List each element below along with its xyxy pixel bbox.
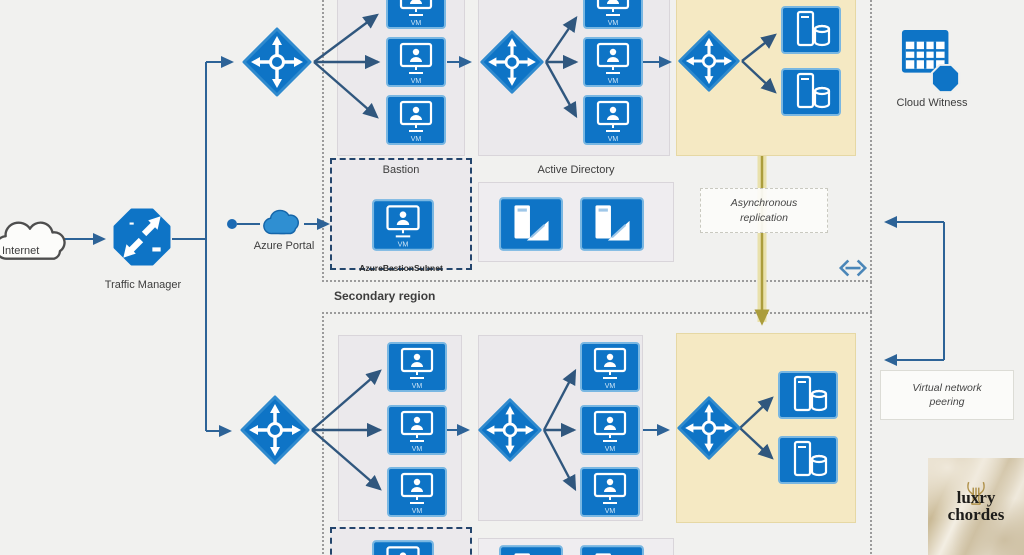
- traffic-flow-lines: [58, 56, 672, 437]
- traffic-manager-label: Traffic Manager: [104, 279, 182, 291]
- storage-server-icon: [778, 371, 838, 419]
- bastion-vm-icon: [372, 199, 434, 251]
- vm-icon: [387, 467, 447, 517]
- vm-icon: [583, 37, 643, 87]
- watermark-logo: luxry chordes: [928, 458, 1024, 555]
- active-directory-server-icon: [580, 197, 644, 251]
- storage-server-icon: [781, 6, 841, 54]
- azure-portal-line: [227, 219, 328, 229]
- vm-icon: [386, 37, 446, 87]
- load-balancer-icon: [676, 395, 742, 461]
- storage-server-icon: [778, 436, 838, 484]
- vm-icon: [583, 95, 643, 145]
- secondary-region-border: [322, 312, 872, 555]
- bastion-subnet-label: AzureBastionSubnet: [359, 263, 443, 273]
- vm-icon: [386, 0, 446, 29]
- active-directory-server-icon: [499, 197, 563, 251]
- region-border-bridge: [870, 282, 872, 312]
- load-balancer-icon: [239, 394, 311, 466]
- peering-double-arrow-icon: [838, 257, 868, 279]
- load-balancer-icon: [479, 29, 545, 95]
- async-replication-label: Asynchronous replication: [700, 188, 828, 233]
- vm-icon: [580, 467, 640, 517]
- vm-icon: [386, 95, 446, 145]
- bastion-label: Bastion: [382, 164, 420, 176]
- active-directory-server-icon: [580, 545, 644, 555]
- internet-label: Internet: [2, 245, 40, 257]
- load-balancer-fan-arrows: [311, 13, 777, 492]
- vm-icon: [580, 342, 640, 392]
- load-balancer-icon: [241, 26, 313, 98]
- azure-portal-cloud-icon: [262, 209, 304, 237]
- bastion-vm-icon: [372, 540, 434, 555]
- storage-server-icon: [781, 68, 841, 116]
- primary-region-border: [322, 0, 872, 282]
- load-balancer-icon: [677, 29, 741, 93]
- watermark-text-line2: chordes: [947, 504, 1005, 524]
- active-directory-server-icon: [499, 545, 563, 555]
- load-balancer-icon: [477, 397, 543, 463]
- cloud-witness-label: Cloud Witness: [896, 97, 968, 109]
- cloud-witness-icon: [900, 28, 962, 96]
- vm-icon: [387, 342, 447, 392]
- vm-icon: [387, 405, 447, 455]
- internet-cloud-icon: [0, 210, 72, 268]
- vm-icon: [580, 405, 640, 455]
- active-directory-label: Active Directory: [537, 164, 615, 176]
- traffic-manager-icon: [113, 208, 171, 266]
- watermark-text-line1: luxry: [956, 488, 996, 508]
- vm-icon: [583, 0, 643, 29]
- secondary-region-label: Secondary region: [334, 289, 436, 303]
- peering-bracket: [884, 216, 945, 366]
- vnet-peering-label: Virtual network peering: [880, 370, 1014, 420]
- azure-portal-label: Azure Portal: [253, 240, 315, 252]
